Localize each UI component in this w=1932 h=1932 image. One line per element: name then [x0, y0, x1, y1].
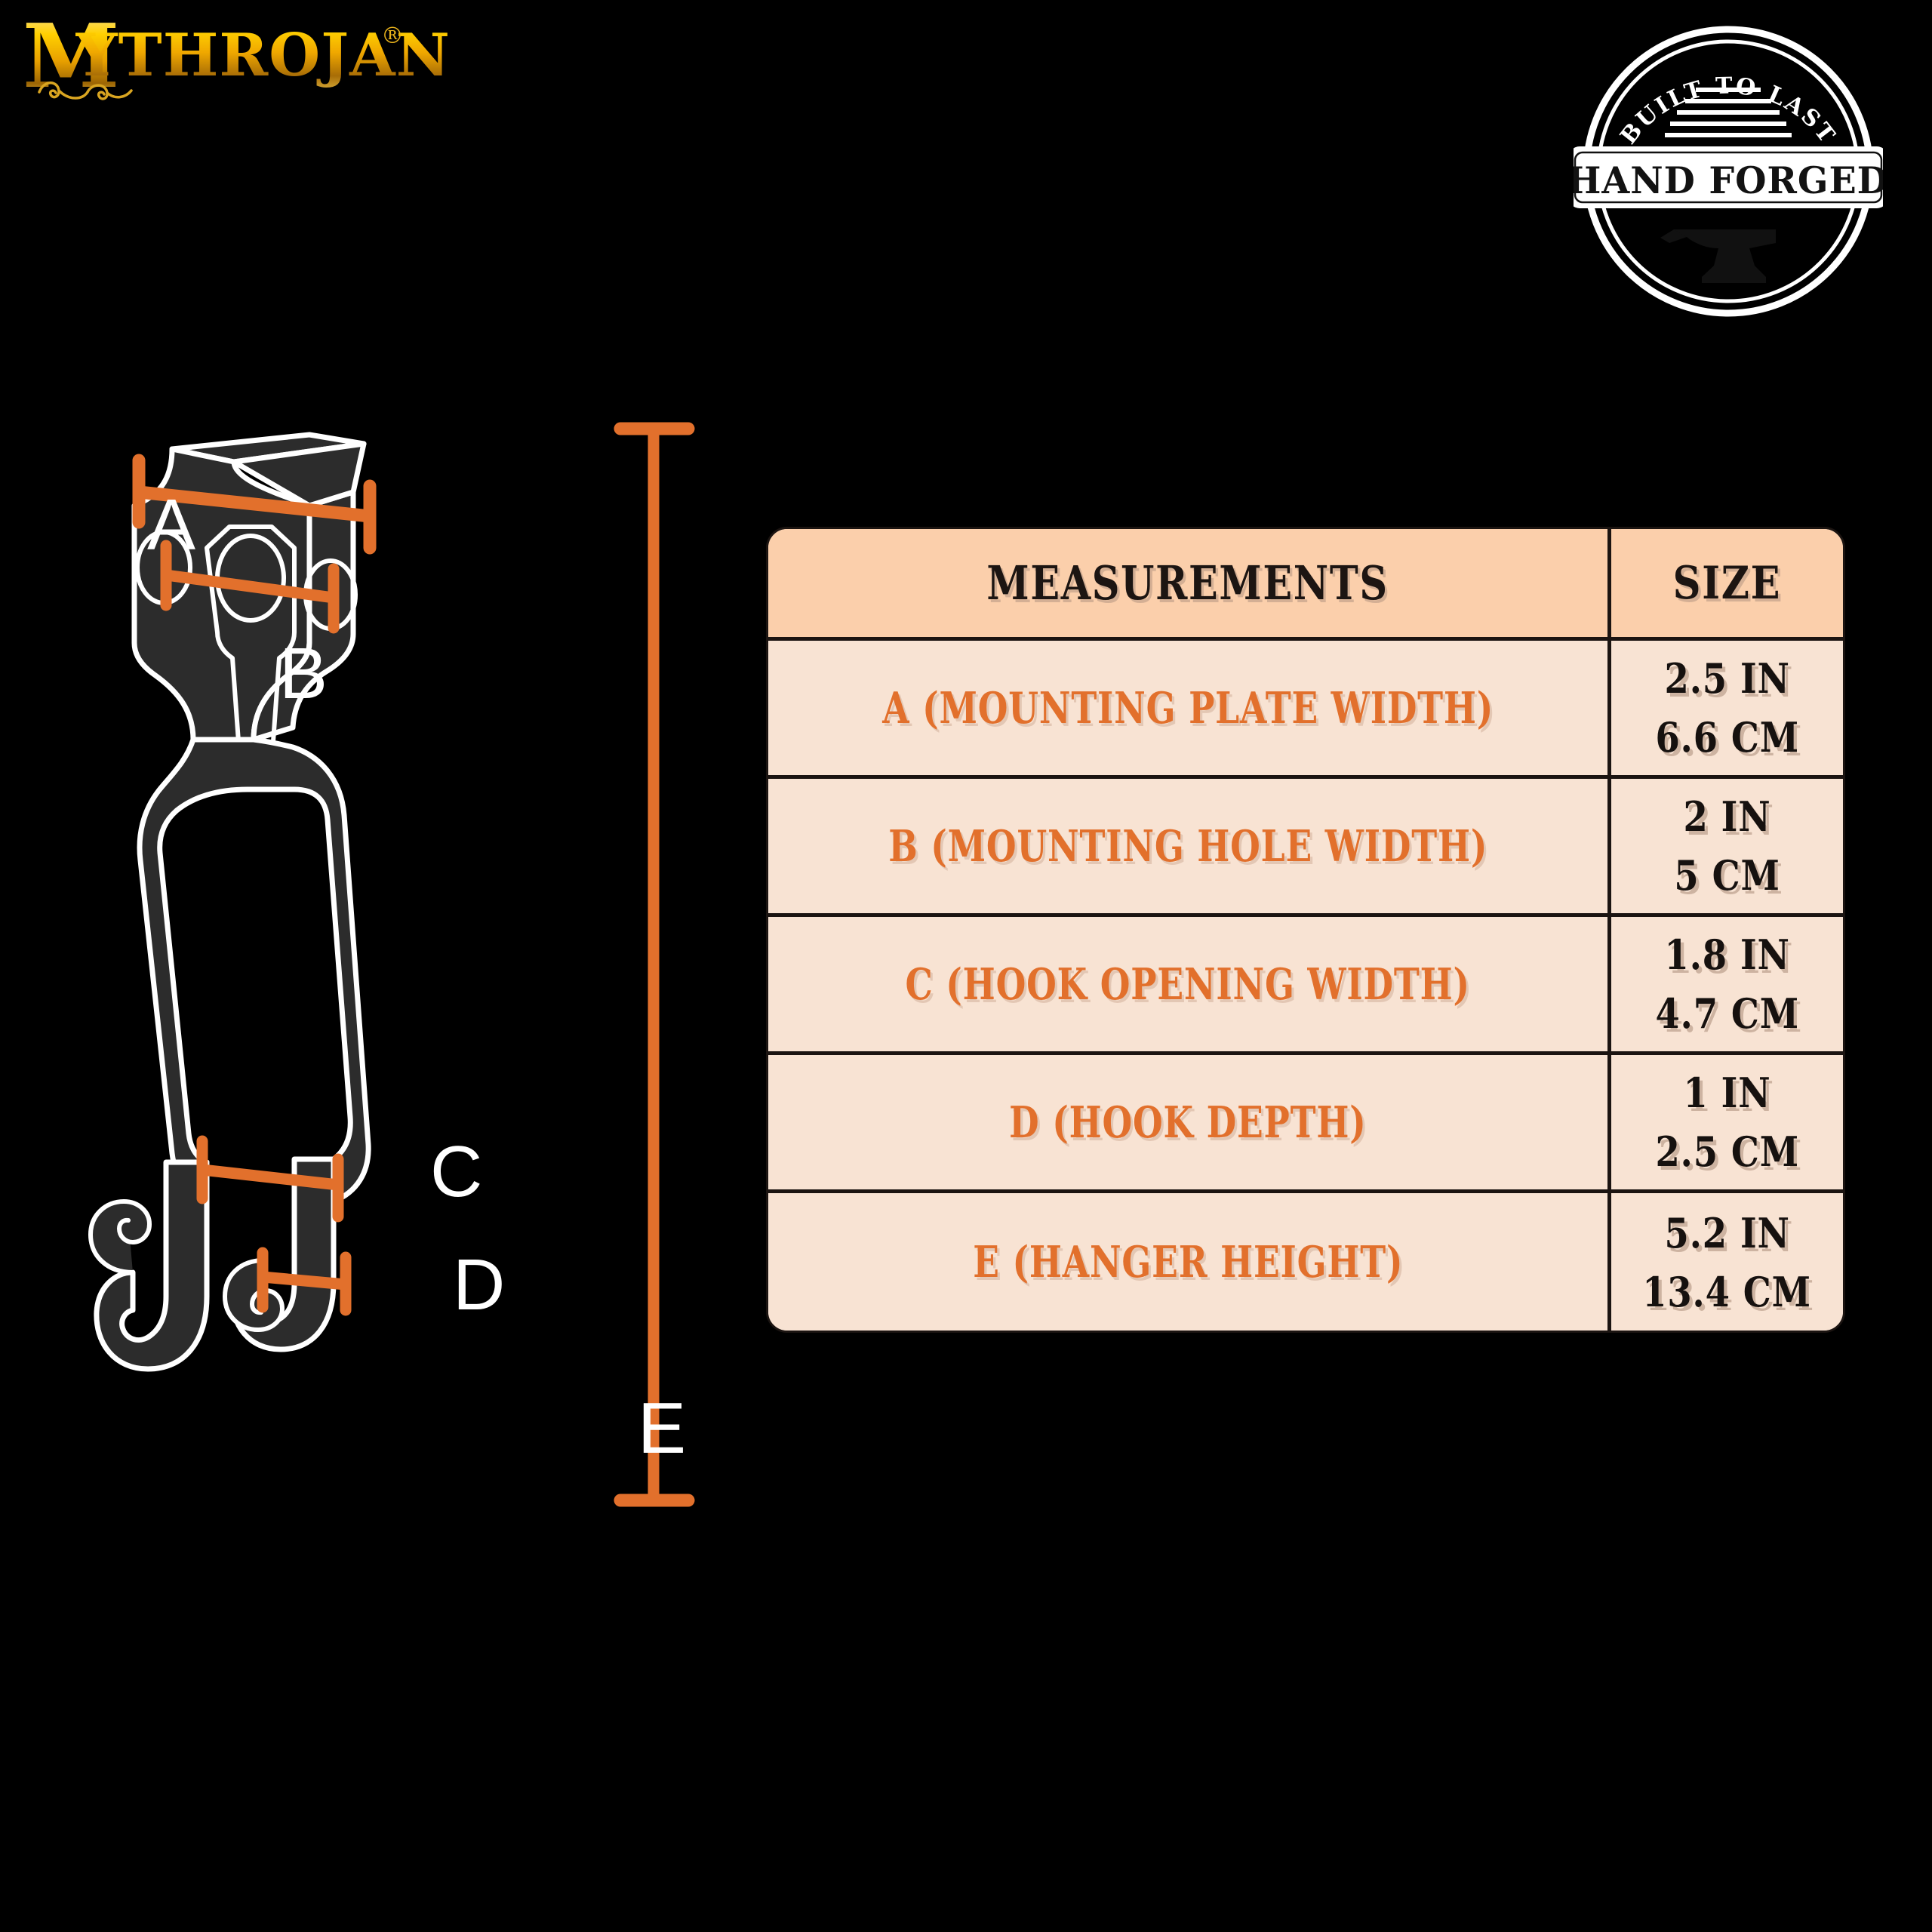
plate-side-face — [251, 489, 356, 743]
brand-logo: M YTHROJAN ® — [23, 11, 450, 101]
header-cell-size: SIZE — [1611, 529, 1843, 637]
header-measurements-text: MEASUREMENTS — [986, 555, 1389, 611]
row-label-a: A (MOUNTING PLATE WIDTH) — [882, 682, 1494, 734]
dimension-line-b — [160, 569, 340, 604]
row-size-a-inches: 2.5 IN — [1664, 654, 1790, 703]
badge-banner-text: HAND FORGED — [1574, 159, 1883, 202]
header-size-text: SIZE — [1672, 556, 1782, 610]
row-size-b-inches: 2 IN — [1683, 792, 1771, 841]
table-row: E (HANGER HEIGHT) 5.2 IN 13.4 CM — [768, 1193, 1843, 1331]
table-row: B (MOUNTING HOLE WIDTH) 2 IN 5 CM — [768, 779, 1843, 917]
dimension-label-c: C — [430, 1131, 483, 1212]
wall-hook-illustration — [88, 422, 695, 1507]
dimension-line-c — [196, 1164, 344, 1191]
row-label-cell-a: A (MOUNTING PLATE WIDTH) — [768, 641, 1611, 775]
dimension-label-b: B — [279, 633, 328, 714]
table-row: A (MOUNTING PLATE WIDTH) 2.5 IN 6.6 CM — [768, 641, 1843, 779]
row-size-e-inches: 5.2 IN — [1664, 1208, 1790, 1257]
row-label-b: B (MOUNTING HOLE WIDTH) — [888, 820, 1487, 872]
row-size-cell-c: 1.8 IN 4.7 CM — [1611, 917, 1843, 1051]
table-header-row: MEASUREMENTS SIZE — [768, 529, 1843, 641]
dimension-label-a: A — [147, 485, 196, 565]
plate-emboss-panel — [205, 525, 297, 764]
hook-body — [88, 432, 371, 1372]
row-size-d-inches: 1 IN — [1683, 1069, 1771, 1117]
logo-flourish-ornament — [38, 82, 133, 100]
hand-forged-badge: BUILT TO LAST HAND FORGED — [1574, 26, 1883, 317]
anvil-icon — [1660, 229, 1776, 283]
hook-curl-right-icon — [223, 1258, 285, 1332]
badge-banner — [1574, 146, 1883, 208]
registered-trademark-icon: ® — [381, 23, 404, 49]
dimension-line-a — [132, 485, 377, 523]
row-size-a-cm: 6.6 CM — [1655, 713, 1799, 761]
table-row: C (HOOK OPENING WIDTH) 1.8 IN 4.7 CM — [768, 917, 1843, 1055]
row-label-cell-c: C (HOOK OPENING WIDTH) — [768, 917, 1611, 1051]
badge-banner-inline — [1574, 151, 1883, 204]
row-label-cell-e: E (HANGER HEIGHT) — [768, 1193, 1611, 1331]
row-size-d-cm: 2.5 CM — [1655, 1128, 1799, 1176]
hook-shank-loop — [137, 737, 371, 1204]
dimension-lines — [132, 422, 695, 1507]
row-size-c-cm: 4.7 CM — [1655, 989, 1799, 1038]
header-cell-measurements: MEASUREMENTS — [768, 529, 1611, 637]
row-size-cell-a: 2.5 IN 6.6 CM — [1611, 641, 1843, 775]
row-size-c-inches: 1.8 IN — [1664, 931, 1790, 979]
plate-bevel — [231, 441, 367, 509]
row-size-cell-b: 2 IN 5 CM — [1611, 779, 1843, 913]
row-label-c: C (HOOK OPENING WIDTH) — [905, 958, 1471, 1010]
dimension-label-e: E — [638, 1388, 687, 1469]
row-label-e: E (HANGER HEIGHT) — [972, 1237, 1404, 1287]
row-label-cell-b: B (MOUNTING HOLE WIDTH) — [768, 779, 1611, 913]
row-size-cell-e: 5.2 IN 13.4 CM — [1611, 1193, 1843, 1331]
row-size-cell-d: 1 IN 2.5 CM — [1611, 1055, 1843, 1189]
row-label-cell-d: D (HOOK DEPTH) — [768, 1055, 1611, 1189]
row-size-b-cm: 5 CM — [1674, 851, 1780, 900]
dimension-label-d: D — [453, 1244, 506, 1325]
row-size-e-cm: 13.4 CM — [1642, 1267, 1812, 1316]
hook-arm-left — [94, 1159, 210, 1372]
dimension-line-d — [257, 1271, 352, 1291]
table-row: D (HOOK DEPTH) 1 IN 2.5 CM — [768, 1055, 1843, 1193]
hook-curl-left-icon — [88, 1199, 152, 1275]
badge-stripes-icon — [1665, 88, 1792, 137]
row-label-d: D (HOOK DEPTH) — [1009, 1097, 1367, 1148]
measurements-table: MEASUREMENTS SIZE A (MOUNTING PLATE WIDT… — [766, 527, 1845, 1333]
logo-wordmark: YTHROJAN — [75, 11, 451, 101]
